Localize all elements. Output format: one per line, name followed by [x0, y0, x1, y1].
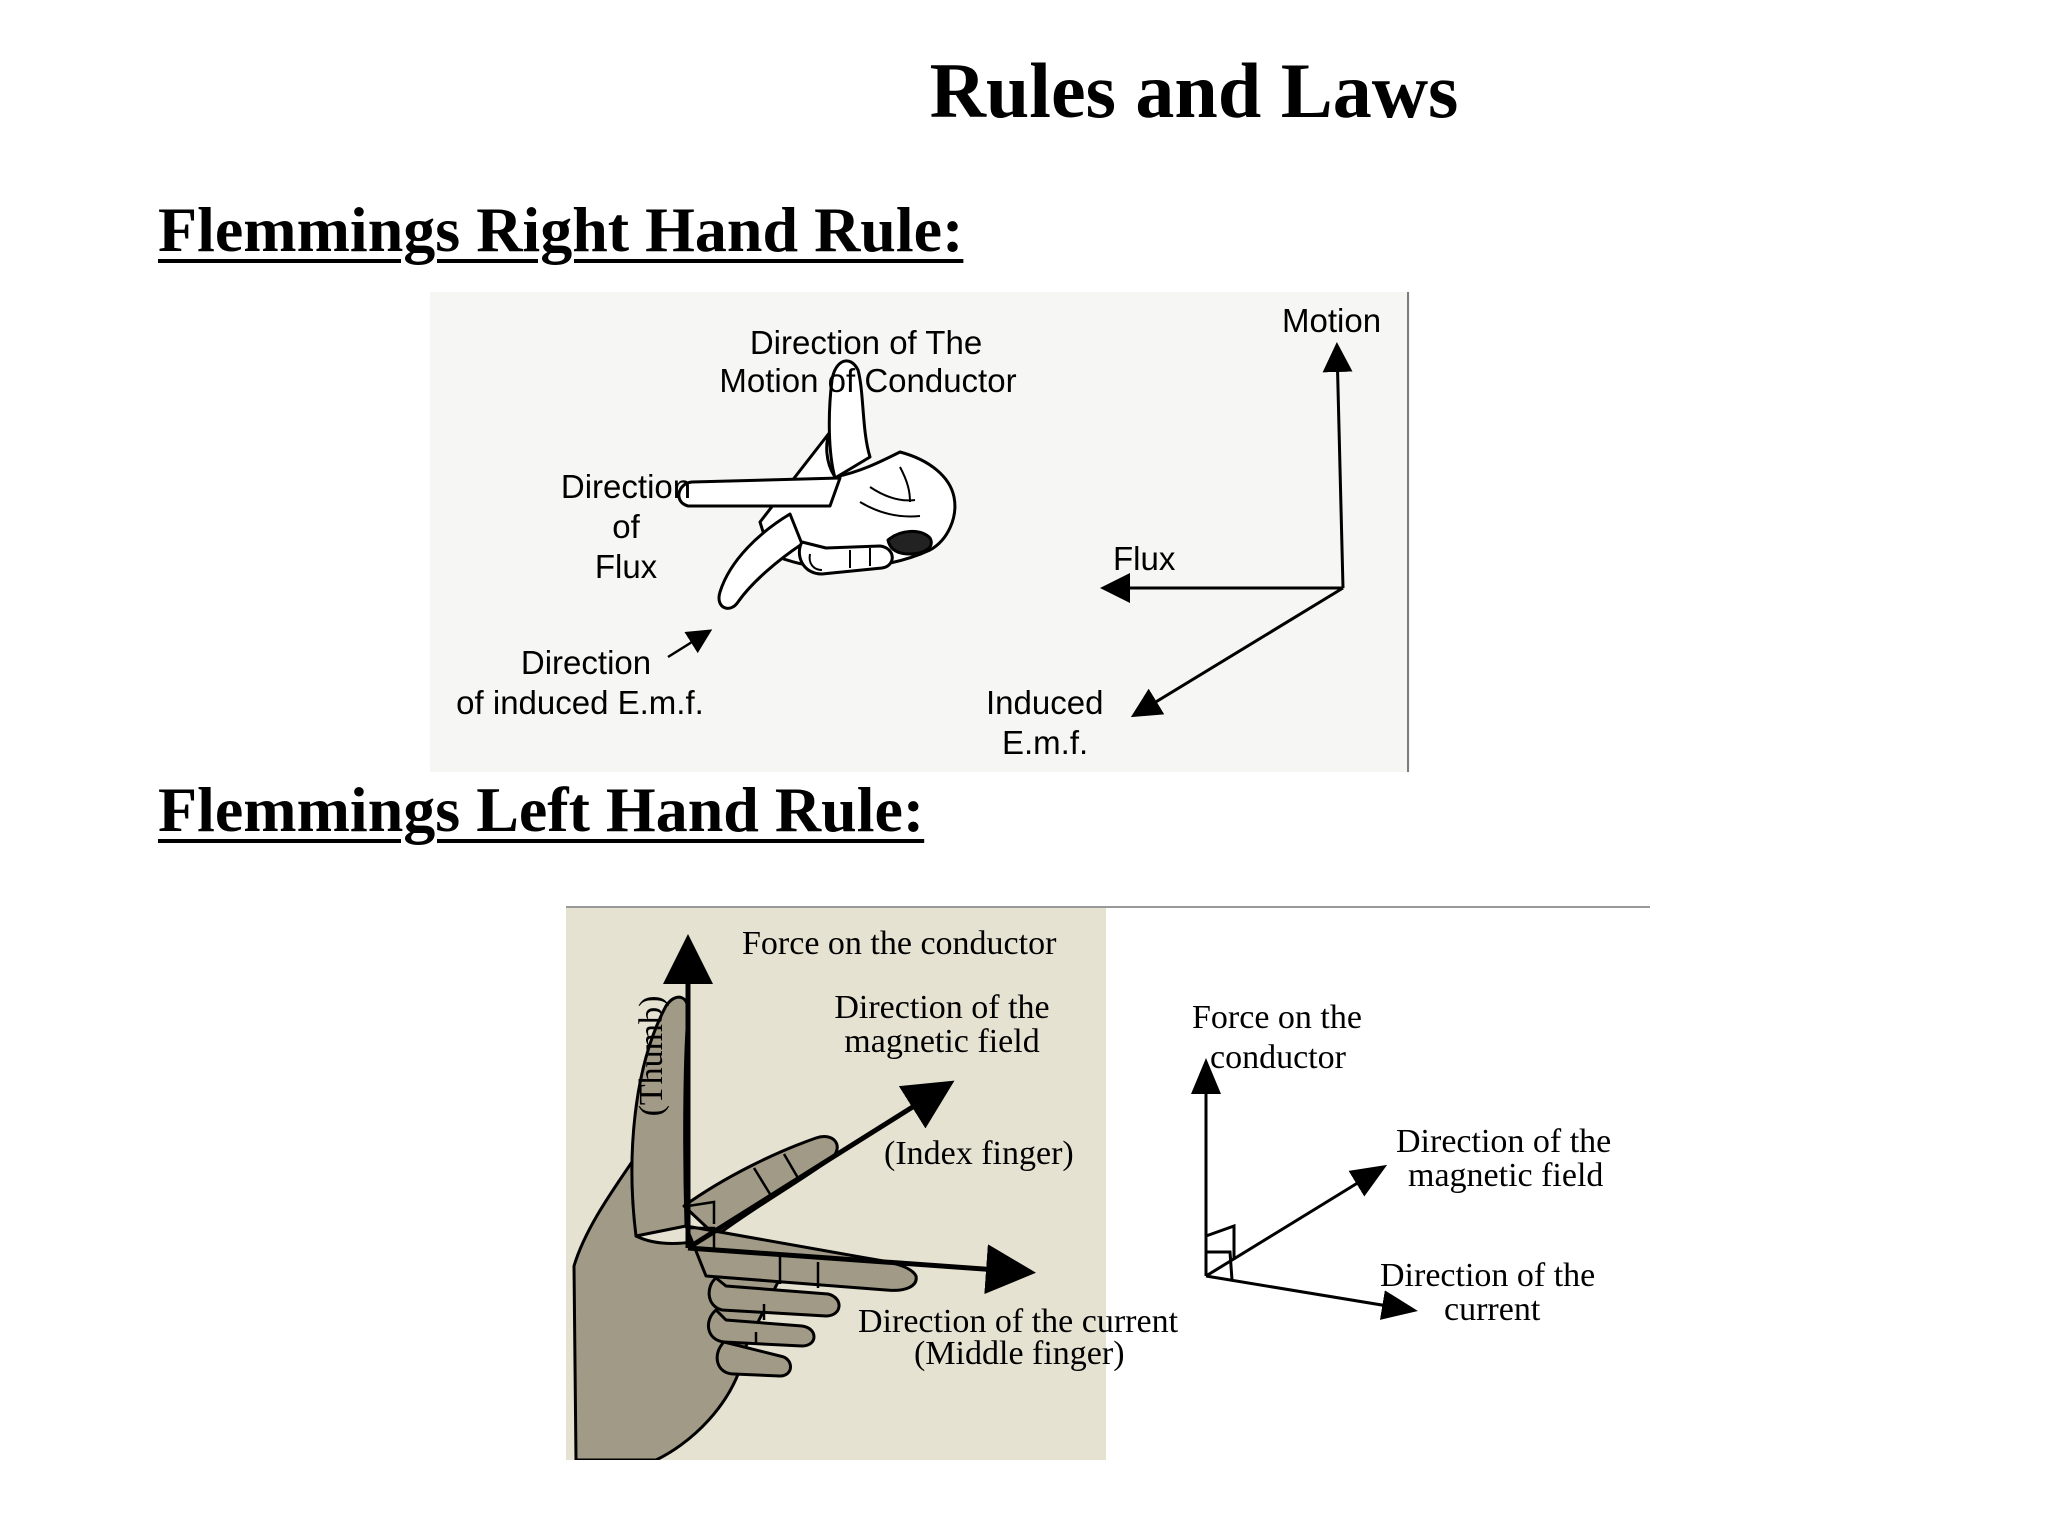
lhr-axes-force-line2: conductor	[1210, 1039, 1347, 1076]
lhr-current-label: Direction of the current	[858, 1303, 1179, 1340]
lhr-axes-field-line2: magnetic field	[1408, 1157, 1603, 1194]
lhr-force-label: Force on the conductor	[742, 925, 1057, 962]
lhr-curled-fingers	[707, 1276, 841, 1318]
lhr-index-tag: (Index finger)	[884, 1135, 1074, 1172]
lhr-axes-force-line1: Force on the	[1192, 999, 1362, 1036]
right-hand-rule-figure: Direction of The Motion of Conductor Dir…	[430, 292, 1410, 772]
rhr-curled-fingers	[797, 540, 894, 576]
rhr-emf-label-line1: Induced	[986, 684, 1103, 721]
rhr-index-label-line1: Direction	[561, 468, 691, 505]
lhr-thumb	[630, 995, 690, 1238]
rhr-thumb-label-line1: Direction of The	[750, 324, 982, 361]
lhr-field-label-line2: magnetic field	[844, 1023, 1039, 1060]
rhr-flux-label: Flux	[1113, 540, 1176, 577]
rhr-motion-label: Motion	[1282, 302, 1381, 339]
rhr-index-finger	[677, 476, 842, 508]
rhr-index-label-line3: Flux	[595, 548, 658, 585]
lhr-axes-field-line1: Direction of the	[1396, 1123, 1611, 1160]
rhr-motion-axis	[1322, 342, 1353, 589]
lhr-field-label-line1: Direction of the	[834, 989, 1049, 1026]
lhr-axes-current-line1: Direction of the	[1380, 1257, 1595, 1294]
rhr-middle-label-line2: of induced E.m.f.	[456, 684, 704, 721]
rhr-middle-label-line1: Direction	[521, 644, 651, 681]
rhr-emf-pointer	[667, 629, 713, 659]
rhr-thumb	[827, 359, 872, 480]
rhr-emf-label-line2: E.m.f.	[1002, 724, 1088, 761]
rhr-index-label-line2: of	[612, 508, 640, 545]
rhr-middle-finger	[717, 512, 804, 610]
left-hand-rule-diagram: (Thumb) Force on the conductor Direction…	[566, 906, 1650, 1460]
left-hand-drawing	[572, 995, 918, 1460]
lhr-current-arrow	[687, 1244, 1036, 1295]
lhr-palm	[572, 1154, 788, 1460]
right-hand-rule-heading: Flemmings Right Hand Rule:	[158, 194, 964, 265]
rhr-knuckle-shading	[886, 530, 933, 556]
rhr-emf-axis	[1130, 586, 1344, 718]
right-hand-rule-diagram: Direction of The Motion of Conductor Dir…	[456, 292, 1409, 772]
lhr-field-arrow	[686, 1080, 955, 1251]
left-hand-rule-figure: (Thumb) Force on the conductor Direction…	[566, 906, 1650, 1460]
lhr-axes-current-line2: current	[1444, 1291, 1541, 1328]
lhr-middle-tag: (Middle finger)	[914, 1335, 1125, 1372]
right-hand-drawing	[677, 359, 957, 610]
left-hand-rule-heading: Flemmings Left Hand Rule:	[158, 774, 925, 845]
lhr-axes-current	[1205, 1274, 1418, 1320]
lhr-axes-field	[1205, 1164, 1388, 1278]
rhr-thumb-label-line2: Motion of Conductor	[719, 362, 1016, 399]
lhr-thumb-tag: (Thumb)	[633, 996, 670, 1117]
page-title: Rules and Laws	[929, 47, 1459, 134]
